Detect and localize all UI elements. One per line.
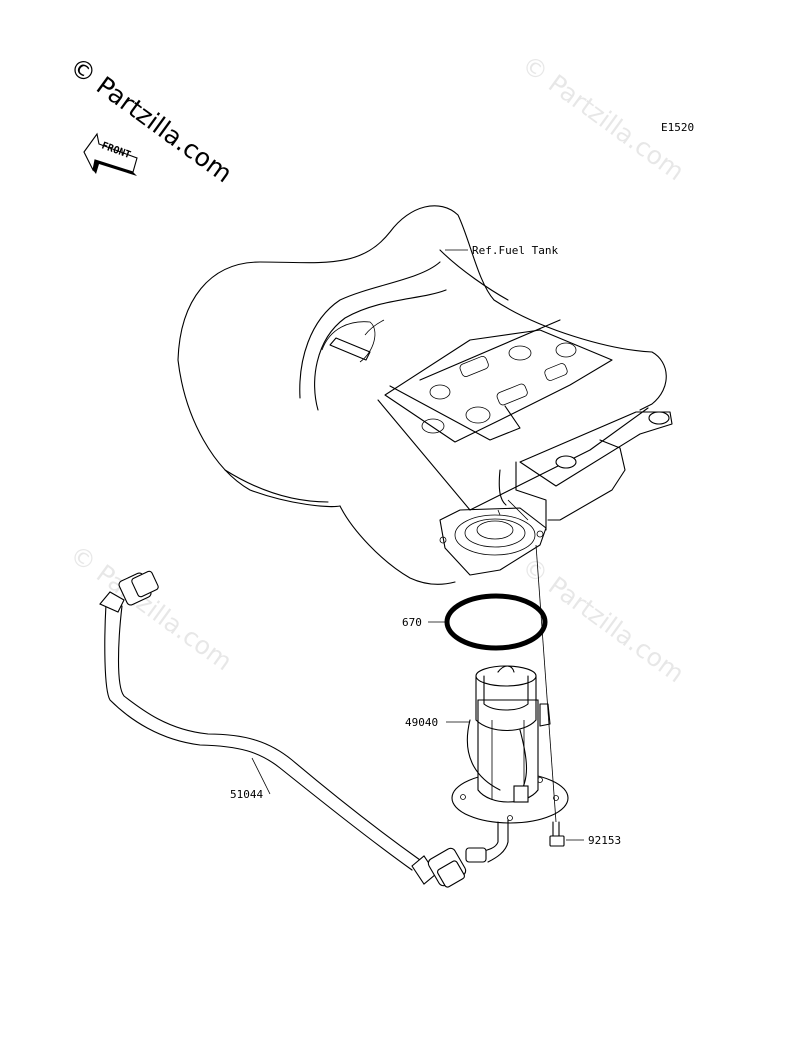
diagram-code: E1520 <box>661 121 694 134</box>
gasket-ring <box>444 593 548 651</box>
fuel-tank-illustration <box>177 205 673 585</box>
fuel-pump-assembly <box>451 665 569 863</box>
part-label-51044[interactable]: 51044 <box>230 788 263 801</box>
fuel-hose <box>99 570 467 888</box>
watermark-faint-left: © Partzilla.com <box>64 539 237 676</box>
watermark-faint-top-right: © Partzilla.com <box>516 49 689 186</box>
bolt-axis-line <box>535 544 557 823</box>
leader-51044 <box>251 757 271 795</box>
watermark-main: © Partzilla.com <box>64 51 237 188</box>
part-label-670[interactable]: 670 <box>402 616 422 629</box>
front-arrow-icon: FRONT <box>83 132 138 176</box>
part-label-49040[interactable]: 49040 <box>405 716 438 729</box>
bolt <box>549 821 565 847</box>
reference-label-fuel-tank: Ref.Fuel Tank <box>472 244 558 257</box>
part-label-92153[interactable]: 92153 <box>588 834 621 847</box>
